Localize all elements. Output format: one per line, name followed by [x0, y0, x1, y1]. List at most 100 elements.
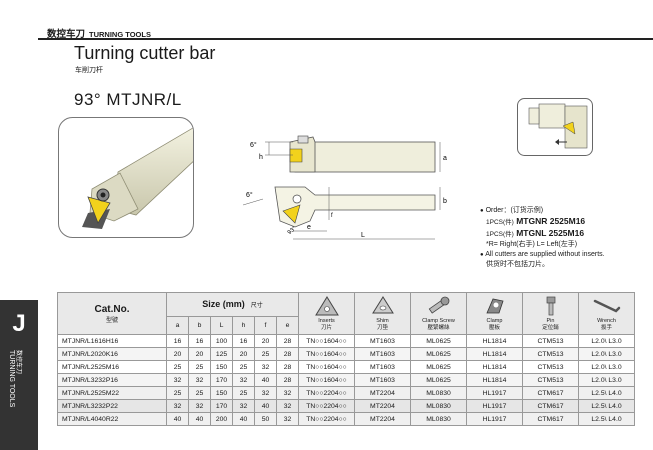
h-cell: 40 [232, 412, 255, 426]
insert-cell: TN○○2204○○ [298, 412, 355, 426]
side-tab [0, 300, 38, 450]
pin-cell: CTM513 [522, 360, 579, 374]
order-line2-prefix: 1PCS(件) [486, 231, 514, 238]
insert-cell: TN○○1604○○ [298, 373, 355, 387]
side-tab-label: TURNING TOOLS 数控车刀 [5, 350, 33, 440]
dim-a-label: a [443, 155, 447, 162]
header-divider [38, 38, 653, 40]
shim-cell: MT2204 [354, 386, 411, 400]
e-cell: 28 [276, 373, 299, 387]
a-cell: 25 [166, 360, 189, 374]
section-title-cn: 数控车刀 [47, 29, 86, 40]
tool-photo [58, 117, 194, 238]
b-cell: 25 [188, 360, 211, 374]
order-note-cn: 供货时不包括刀片。 [486, 261, 549, 268]
f-cell: 32 [254, 360, 277, 374]
f-cell: 32 [254, 386, 277, 400]
dim-e-label: e [307, 224, 311, 231]
L-cell: 100 [210, 334, 233, 348]
L-cell: 150 [210, 360, 233, 374]
a-cell: 32 [166, 399, 189, 413]
pin-icon [546, 296, 555, 316]
side-tab-label-cn: 数控车刀 [15, 350, 21, 375]
dim-L-label: L [361, 232, 365, 239]
table-row: MTJNR/L3232P22 32 32 170 32 40 32 TN○○22… [57, 399, 635, 413]
page-subtitle: 车削刀杆 [75, 67, 103, 74]
L-cell: 170 [210, 399, 233, 413]
h-cell: 32 [232, 373, 255, 387]
clamp-cell: HL1917 [466, 386, 523, 400]
table-row: MTJNR/L2020K16 20 20 125 20 25 28 TN○○16… [57, 347, 635, 361]
insert-cell: TN○○2204○○ [298, 386, 355, 400]
f-cell: 20 [254, 334, 277, 348]
f-cell: 40 [254, 399, 277, 413]
e-cell: 32 [276, 399, 299, 413]
f-cell: 40 [254, 373, 277, 387]
L-cell: 125 [210, 347, 233, 361]
size-header: Size (mm)尺寸 [166, 292, 299, 317]
screw-cell: ML0625 [410, 347, 467, 361]
b-cell: 32 [188, 373, 211, 387]
L-cell: 150 [210, 386, 233, 400]
angle-top-label: 6° [250, 141, 257, 149]
shim-cell: MT1603 [354, 347, 411, 361]
pin-cell: CTM617 [522, 399, 579, 413]
order-note-en: All cutters are supplied without inserts… [485, 251, 605, 258]
screw-cell: ML0830 [410, 386, 467, 400]
wrench-cell: L2.0\ L3.0 [578, 334, 635, 348]
clamp-cell: HL1917 [466, 412, 523, 426]
f-cell: 25 [254, 347, 277, 361]
page-title: Turning cutter bar [74, 43, 216, 63]
clamp-cell: HL1814 [466, 334, 523, 348]
cat-no-cell: MTJNR/L2525M16 [57, 360, 167, 374]
order-info: ● Order：(订货示例) 1PCS(件) MTGNR 2525M16 1PC… [480, 207, 605, 268]
wrench-cell: L2.0\ L3.0 [578, 373, 635, 387]
h-cell: 32 [232, 399, 255, 413]
wrench-cell: L2.0\ L3.0 [578, 360, 635, 374]
e-cell: 32 [276, 386, 299, 400]
cat-no-cell: MTJNR/L1616H16 [57, 334, 167, 348]
L-cell: 170 [210, 373, 233, 387]
a-cell: 20 [166, 347, 189, 361]
e-cell: 28 [276, 334, 299, 348]
dim-f-label: f [331, 213, 333, 219]
dim-b-label: b [443, 198, 447, 205]
b-cell: 20 [188, 347, 211, 361]
insert-cell: TN○○1604○○ [298, 347, 355, 361]
section-title-en: TURNING TOOLS [89, 30, 151, 39]
table-row: MTJNR/L4040R22 40 40 200 40 50 32 TN○○22… [57, 412, 635, 426]
L-cell: 200 [210, 412, 233, 426]
b-cell: 25 [188, 386, 211, 400]
h-cell: 20 [232, 347, 255, 361]
angle-93-label: 93° [287, 225, 298, 236]
cat-no-cell: MTJNR/L3232P22 [57, 399, 167, 413]
a-cell: 16 [166, 334, 189, 348]
cat-no-cell: MTJNR/L4040R22 [57, 412, 167, 426]
insert-cell: TN○○2204○○ [298, 399, 355, 413]
screw-cell: ML0830 [410, 399, 467, 413]
wrench-icon [593, 299, 620, 313]
angle-side-label: 6° [246, 191, 253, 199]
order-hand-note: *R= Right(右手) L= Left(左手) [486, 241, 578, 248]
insert-cell: TN○○1604○○ [298, 334, 355, 348]
table-row: MTJNR/L2525M16 25 25 150 25 32 28 TN○○16… [57, 360, 635, 374]
insert-icon [314, 296, 339, 316]
side-tab-label-en: TURNING TOOLS [8, 350, 15, 408]
pin-cell: CTM513 [522, 347, 579, 361]
dim-h-label: h [259, 154, 263, 161]
cat-no-header: Cat.No.型號 [57, 292, 167, 335]
order-line1-prefix: 1PCS(件) [486, 219, 514, 226]
table-row: MTJNR/L1616H16 16 16 100 16 20 28 TN○○16… [57, 334, 635, 348]
pin-cell: CTM513 [522, 373, 579, 387]
e-cell: 28 [276, 347, 299, 361]
dim-header-h: h [232, 315, 255, 336]
shim-cell: MT1603 [354, 360, 411, 374]
f-cell: 50 [254, 412, 277, 426]
